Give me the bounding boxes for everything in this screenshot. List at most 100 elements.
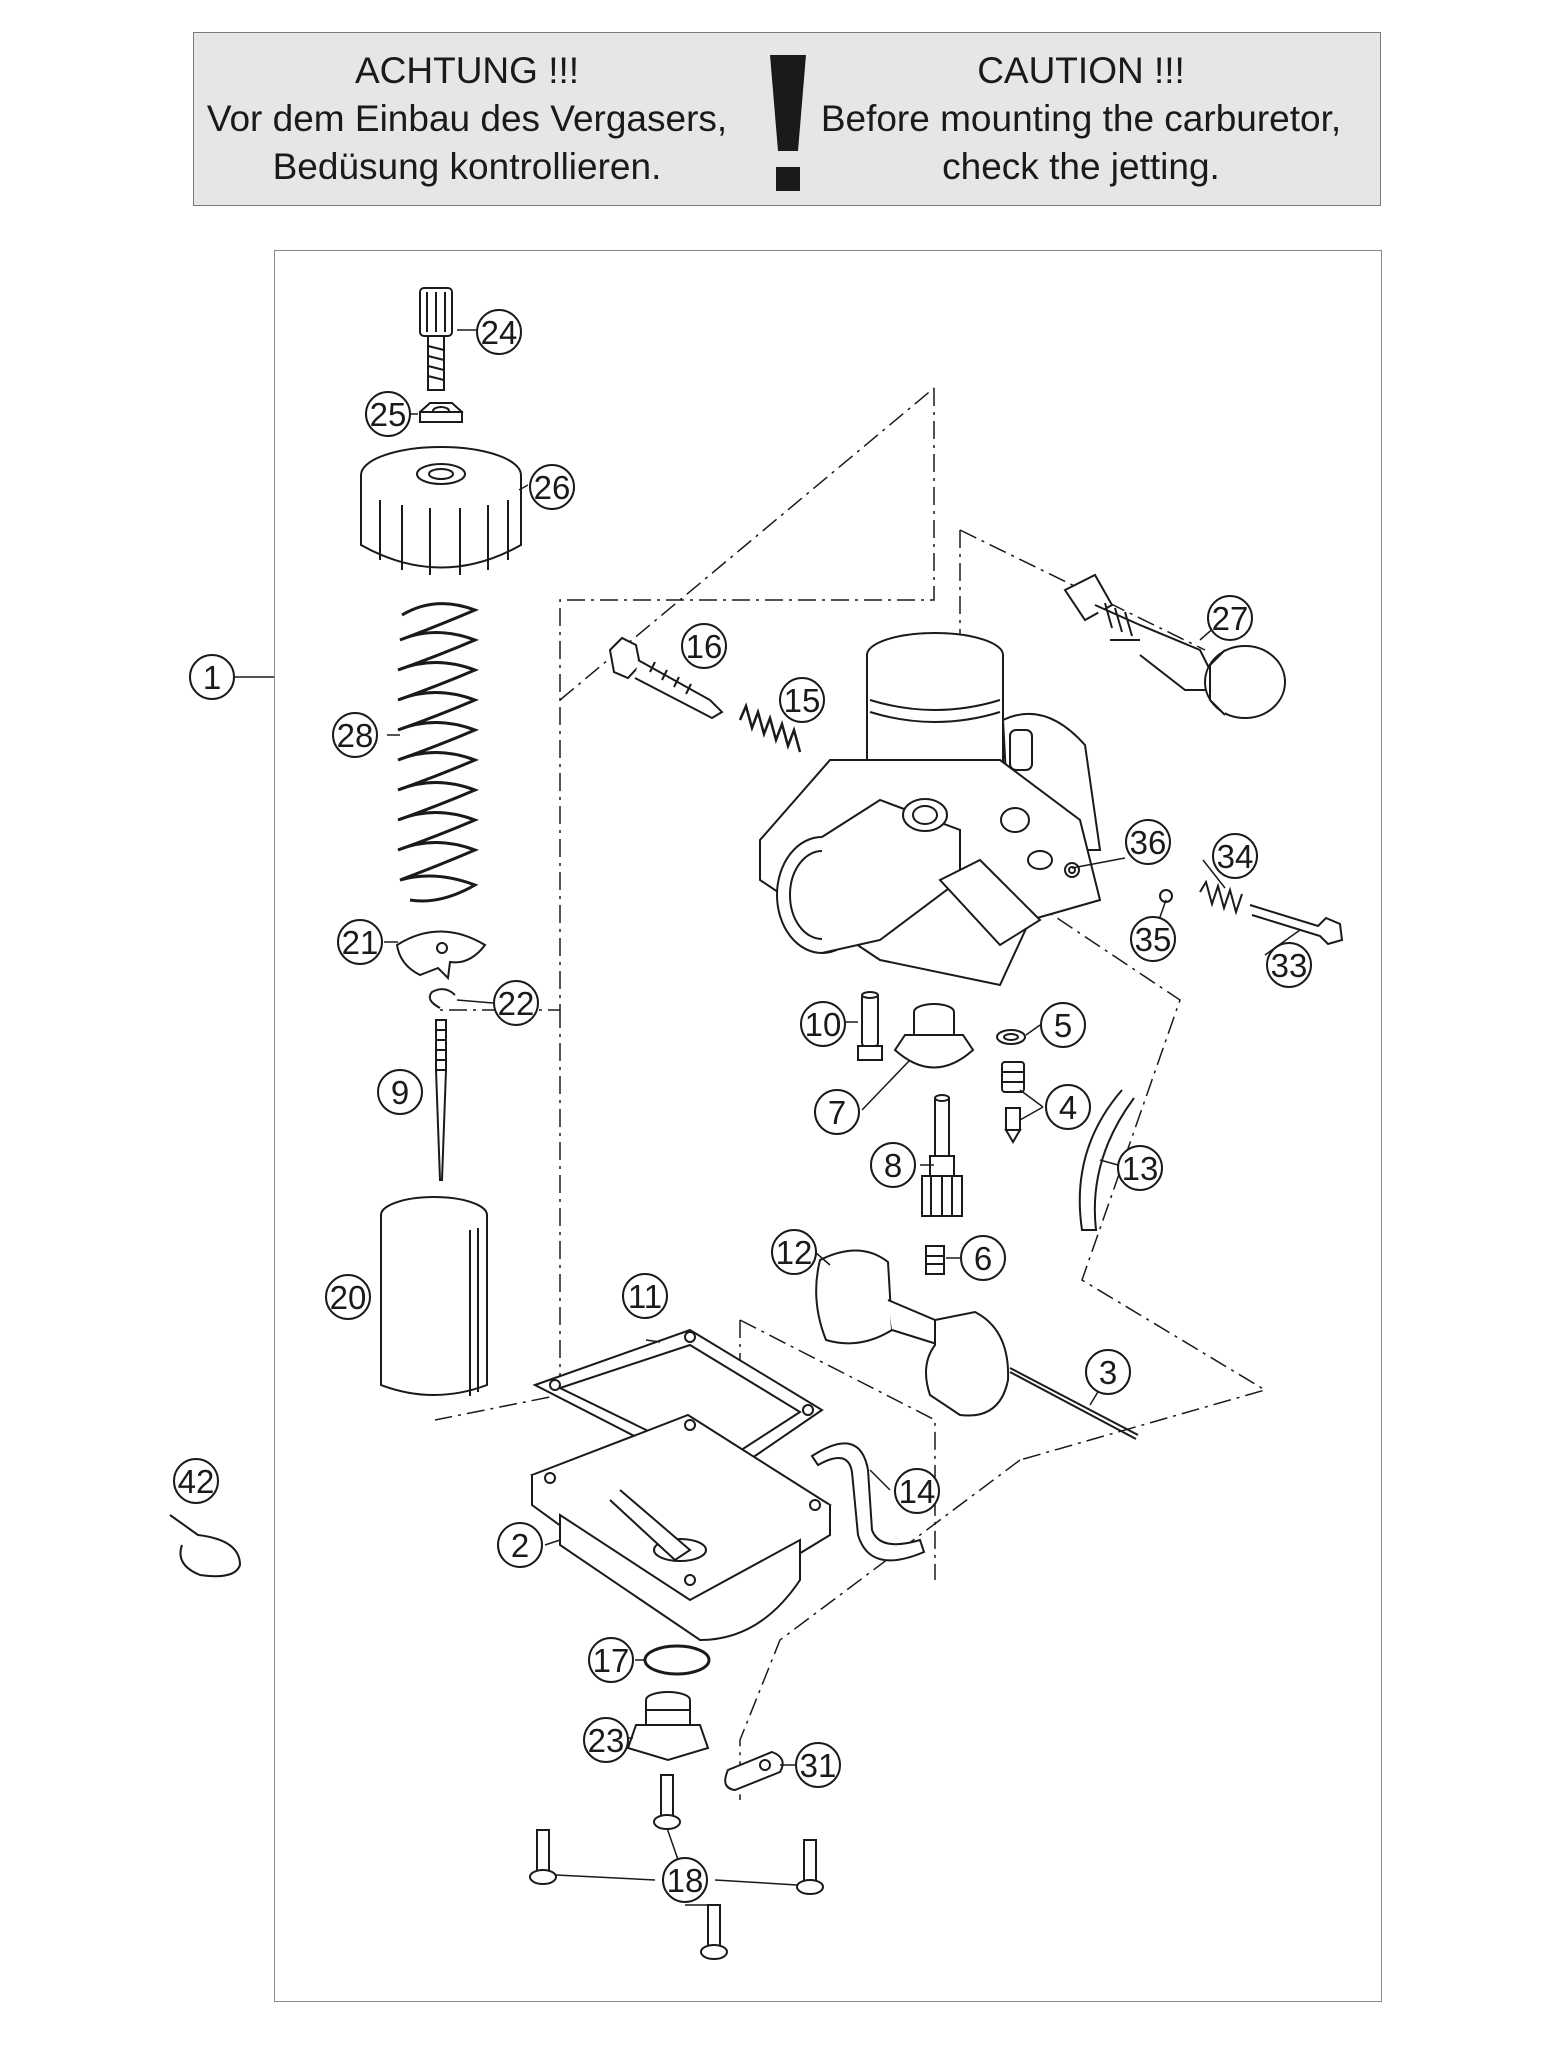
notice-en-line-3: check the jetting. — [942, 146, 1220, 187]
callout-22: 22 — [493, 980, 539, 1026]
callout-35: 35 — [1130, 916, 1176, 962]
callout-20-text: 20 — [330, 1279, 367, 1316]
callout-13-text: 13 — [1122, 1150, 1159, 1187]
callout-26: 26 — [529, 464, 575, 510]
callout-31-text: 31 — [800, 1747, 837, 1784]
callout-11: 11 — [622, 1273, 668, 1319]
notice-de-line-2: Vor dem Einbau des Vergasers, — [206, 98, 728, 139]
callout-11-text: 11 — [628, 1278, 662, 1315]
notice-english: CAUTION !!! Before mounting the carburet… — [816, 47, 1346, 191]
needle-jet-part — [921, 1094, 963, 1217]
vent-tube-part — [1078, 1089, 1135, 1231]
float-part — [815, 1249, 1139, 1440]
callout-2-text: 2 — [511, 1527, 529, 1564]
cable-tie-part — [169, 1514, 242, 1578]
o-ring-part — [643, 1644, 711, 1676]
callout-13: 13 — [1117, 1145, 1163, 1191]
callout-24: 24 — [476, 309, 522, 355]
callout-7-text: 7 — [828, 1094, 846, 1131]
callout-4-text: 4 — [1059, 1089, 1077, 1126]
callout-31: 31 — [795, 1742, 841, 1788]
callout-23-text: 23 — [588, 1722, 625, 1759]
notice-de-line-1: ACHTUNG !!! — [354, 50, 580, 91]
callout-12: 12 — [771, 1229, 817, 1275]
callout-36: 36 — [1125, 819, 1171, 865]
callout-16: 16 — [681, 623, 727, 669]
callout-10: 10 — [800, 1001, 846, 1047]
callout-5-text: 5 — [1054, 1007, 1072, 1044]
callout-26-text: 26 — [534, 469, 571, 506]
exclamation-icon — [770, 55, 806, 191]
notice-en-line-2: Before mounting the carburetor, — [820, 98, 1342, 139]
lock-nut-part — [418, 402, 464, 423]
callout-14-text: 14 — [899, 1473, 936, 1510]
callout-4: 4 — [1045, 1084, 1091, 1130]
overflow-tube-part — [810, 1442, 926, 1562]
callout-14: 14 — [894, 1468, 940, 1514]
needle-clip-part — [428, 988, 456, 1009]
callout-8-text: 8 — [884, 1147, 902, 1184]
notice-de-line-3: Bedüsung kontrollieren. — [272, 146, 662, 187]
diagram-frame — [274, 250, 1382, 2002]
callout-2: 2 — [497, 1522, 543, 1568]
idle-screw-part — [608, 636, 724, 720]
cable-tab-part — [724, 1750, 784, 1792]
callout-6: 6 — [960, 1235, 1006, 1281]
callout-5: 5 — [1040, 1002, 1086, 1048]
callout-42-text: 42 — [178, 1463, 215, 1500]
callout-12-text: 12 — [776, 1234, 813, 1271]
float-bowl-part — [529, 1413, 832, 1642]
callout-3: 3 — [1085, 1349, 1131, 1395]
main-jet-part — [925, 1245, 945, 1275]
leader-lines — [234, 329, 1301, 1906]
callout-34-text: 34 — [1217, 838, 1254, 875]
drain-plug-part — [626, 1691, 710, 1762]
throttle-slide-part — [380, 1196, 488, 1396]
callout-9-text: 9 — [391, 1074, 409, 1111]
jet-needle-part — [434, 1019, 448, 1181]
callout-23: 23 — [583, 1717, 629, 1763]
throttle-spring-part — [397, 602, 480, 903]
callout-18-text: 18 — [667, 1862, 704, 1899]
callout-3-text: 3 — [1099, 1354, 1117, 1391]
callout-33-text: 33 — [1271, 947, 1308, 984]
callout-8: 8 — [870, 1142, 916, 1188]
callout-27-text: 27 — [1212, 600, 1249, 637]
callout-42: 42 — [173, 1458, 219, 1504]
callout-25-text: 25 — [370, 396, 407, 433]
callout-22-text: 22 — [498, 985, 535, 1022]
callout-9: 9 — [377, 1069, 423, 1115]
callout-36-text: 36 — [1130, 824, 1167, 861]
needle-retainer-part — [395, 930, 487, 981]
callout-20: 20 — [325, 1274, 371, 1320]
air-screw-set-part — [1064, 862, 1344, 946]
carburetor-cap-part — [360, 446, 522, 575]
callout-7: 7 — [814, 1089, 860, 1135]
adjuster-screw-part — [419, 287, 453, 391]
fitting-part — [857, 991, 883, 1061]
carburetor-body-part — [759, 632, 1102, 987]
notice-german: ACHTUNG !!! Vor dem Einbau des Vergasers… — [202, 47, 732, 191]
callout-21: 21 — [337, 919, 383, 965]
callout-15-text: 15 — [784, 682, 821, 719]
callout-17: 17 — [588, 1637, 634, 1683]
callout-24-text: 24 — [481, 314, 518, 351]
choke-plunger-part — [1063, 573, 1286, 719]
callout-18: 18 — [662, 1857, 708, 1903]
washer-part — [996, 1029, 1026, 1045]
callout-10-text: 10 — [805, 1006, 842, 1043]
callout-27: 27 — [1207, 595, 1253, 641]
callout-33: 33 — [1266, 942, 1312, 988]
callout-6-text: 6 — [974, 1240, 992, 1277]
float-needle-valve-part — [1001, 1061, 1025, 1144]
callout-labels: 1 24 25 26 28 21 22 9 20 16 15 27 36 34 … — [173, 309, 1312, 1903]
callout-1: 1 — [189, 654, 235, 700]
bowl-screws-part — [529, 1774, 824, 1960]
callout-34: 34 — [1212, 833, 1258, 879]
callout-17-text: 17 — [593, 1642, 630, 1679]
callout-16-text: 16 — [686, 628, 723, 665]
callout-25: 25 — [365, 391, 411, 437]
notice-en-line-1: CAUTION !!! — [977, 50, 1185, 91]
callout-28-text: 28 — [337, 717, 374, 754]
